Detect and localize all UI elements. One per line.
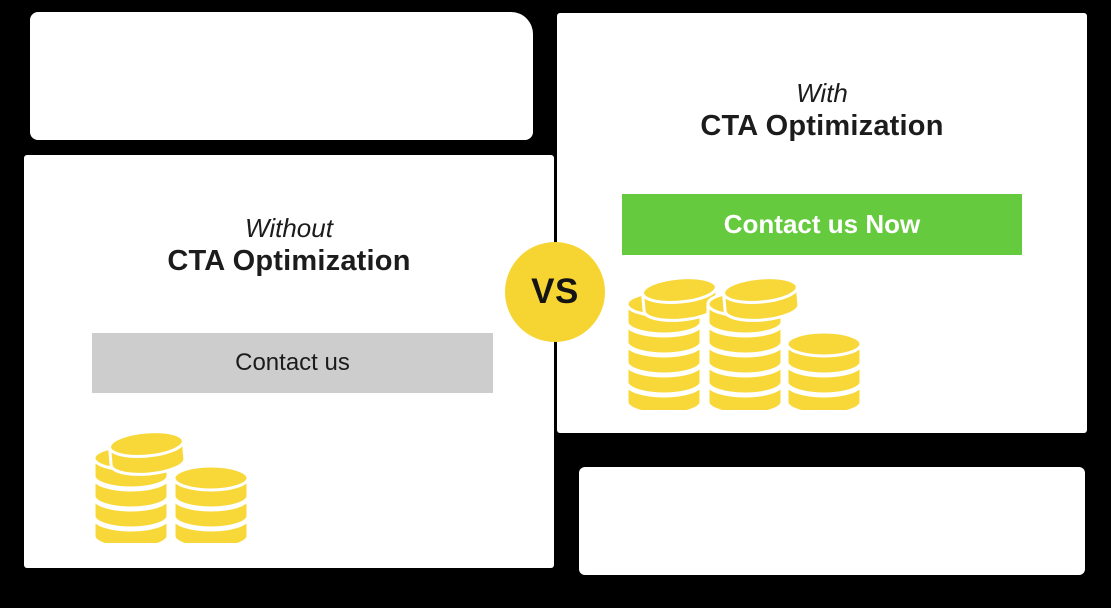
panel-without-subtitle: Without <box>245 213 333 243</box>
decor-card-bottom-right <box>579 467 1085 575</box>
vs-badge-label: VS <box>531 272 579 311</box>
coin-stack <box>92 430 187 543</box>
coin-stack <box>172 464 250 543</box>
coin-stack <box>625 276 720 410</box>
panel-with-title: CTA Optimization <box>700 110 944 142</box>
coin-stack <box>706 276 801 410</box>
panel-without-heading: Without CTA Optimization <box>24 212 554 278</box>
panel-with-heading: With CTA Optimization <box>557 77 1087 143</box>
coins-illustration-left <box>92 430 250 543</box>
panel-with-subtitle: With <box>796 78 848 108</box>
coin-stack <box>785 330 863 410</box>
panel-with-cta: With CTA Optimization Contact us Now <box>557 13 1087 433</box>
decor-card-top-left <box>30 12 533 140</box>
panel-without-cta: Without CTA Optimization Contact us <box>24 155 554 568</box>
panel-without-title: CTA Optimization <box>167 245 411 277</box>
coins-illustration-right <box>625 276 863 410</box>
contact-us-now-button[interactable]: Contact us Now <box>622 194 1022 255</box>
contact-us-button[interactable]: Contact us <box>92 333 493 393</box>
vs-badge: VS <box>505 242 605 342</box>
